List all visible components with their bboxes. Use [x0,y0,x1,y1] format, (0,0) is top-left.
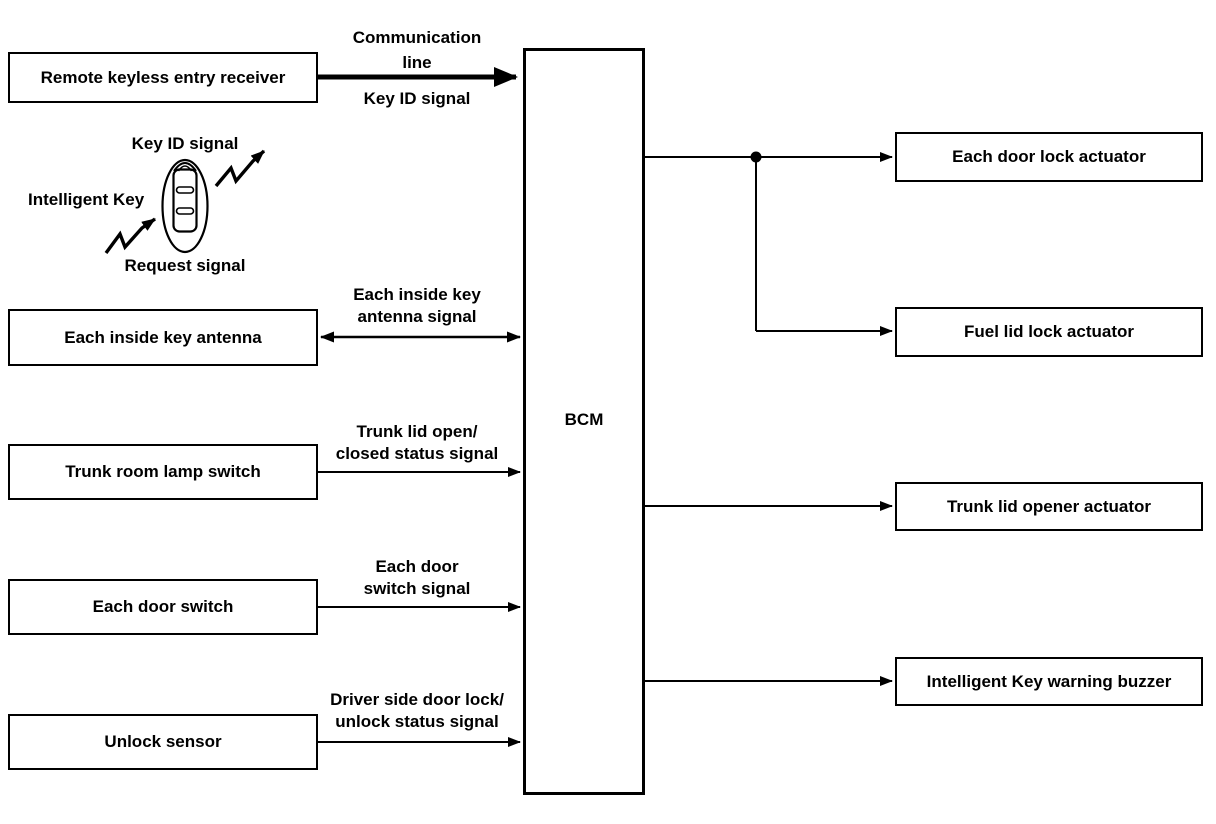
trunk-lid-status-signal-line1: Trunk lid open/ [356,422,478,441]
intelligent-key-label: Intelligent Key [28,190,145,209]
door-switch-signal-line1: Each door [375,557,459,576]
door-lock-status-signal-line2: unlock status signal [335,712,499,731]
communication-line-label-line2: line [402,53,432,72]
input-box-each-door-switch: Each door switch [8,579,318,635]
key-ring-outer-arc [173,162,197,172]
input-box-trunk-room-lamp-switch: Trunk room lamp switch [8,444,318,500]
input-box-remote-keyless-entry-receiver: Remote keyless entry receiver [8,52,318,103]
key-id-signal-fob-label: Key ID signal [131,134,239,153]
key-button-divider-2 [175,207,195,215]
communication-line-label: Communication line [317,25,517,75]
door-switch-signal-line2: switch signal [363,579,471,598]
input-box-each-inside-key-antenna: Each inside key antenna [8,309,318,366]
communication-line-label-line1: Communication [352,28,482,47]
trunk-lid-status-signal-line2: closed status signal [335,444,499,463]
key-fob-body [161,158,209,254]
inside-key-antenna-signal-label: Each inside key antenna signal [317,284,517,328]
door-switch-signal-label: Each door switch signal [317,556,517,600]
key-id-signal-wire-label: Key ID signal [363,89,471,108]
controller-box-bcm [523,48,645,795]
key-id-signal-zigzag-arrow [214,149,266,188]
request-signal-label: Request signal [124,256,246,275]
output-box-intelligent-key-warning-buzzer: Intelligent Key warning buzzer [895,657,1203,706]
output-box-each-door-lock-actuator: Each door lock actuator [895,132,1203,182]
key-button-divider-1 [175,186,195,194]
output-box-trunk-lid-opener-actuator: Trunk lid opener actuator [895,482,1203,531]
bcm-label: BCM [564,410,604,429]
inside-key-antenna-signal-line1: Each inside key [353,285,481,304]
intelligent-key-fob-illustration [161,158,209,254]
key-button-panel [172,168,198,233]
door-lock-status-signal-label: Driver side door lock/ unlock status sig… [317,689,517,733]
output-box-fuel-lid-lock-actuator: Fuel lid lock actuator [895,307,1203,357]
inside-key-antenna-signal-line2: antenna signal [357,307,477,326]
door-lock-status-signal-line1: Driver side door lock/ [330,690,504,709]
input-box-unlock-sensor: Unlock sensor [8,714,318,770]
request-signal-zigzag-arrow [104,217,156,255]
trunk-lid-status-signal-label: Trunk lid open/ closed status signal [317,421,517,465]
